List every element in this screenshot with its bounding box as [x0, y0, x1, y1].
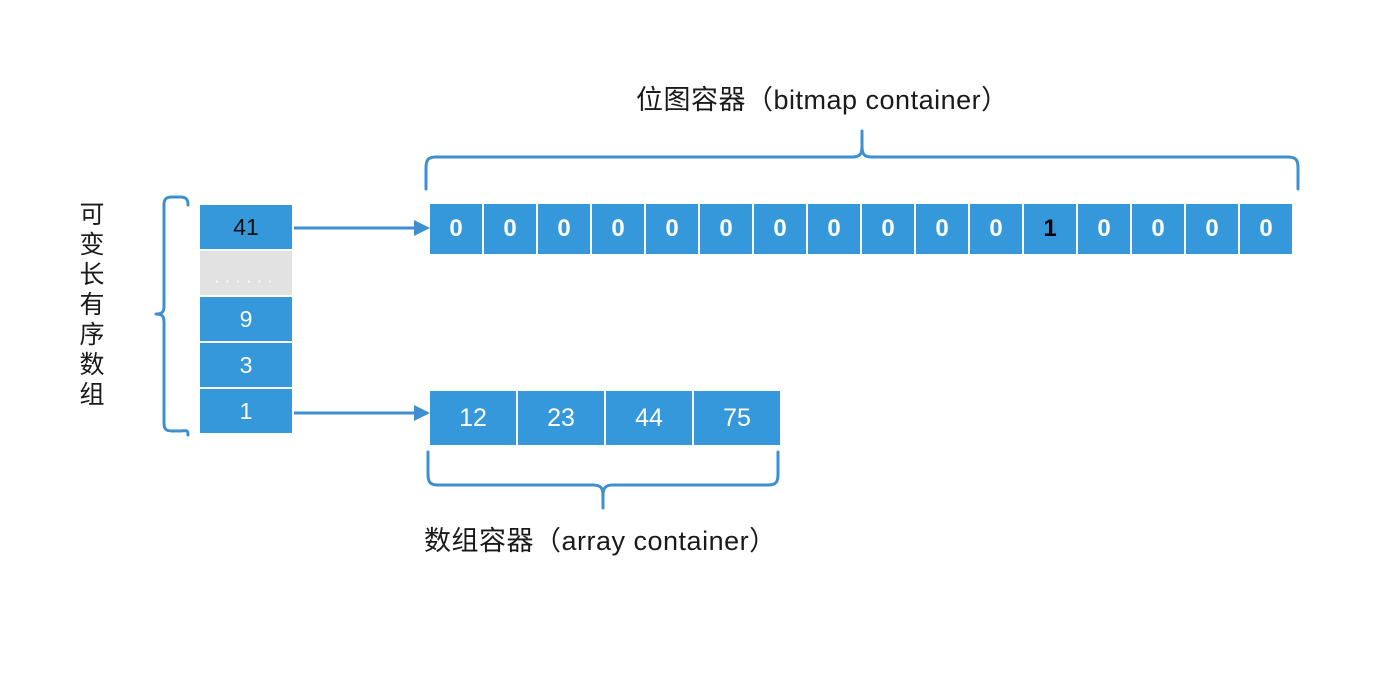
bitmap-bit-cell: 0: [646, 204, 698, 254]
bitmap-bit-cell: 0: [1132, 204, 1184, 254]
bitmap-bit-cell-set: 1: [1024, 204, 1076, 254]
array-value-cell: 12: [430, 391, 516, 445]
sorted-array-label-char: 可: [79, 201, 105, 229]
arrow-to-bitmap-container: [294, 220, 430, 236]
bitmap-bit-cell: 0: [916, 204, 968, 254]
sorted-array-label-char: 有: [79, 291, 105, 319]
bitmap-container-title: 位图容器（bitmap container）: [636, 85, 1009, 115]
sorted-array-label-char: 序: [79, 321, 105, 349]
bitmap-bit-cell: 0: [700, 204, 752, 254]
sorted-array-label-char: 组: [79, 381, 105, 409]
sorted-array-label-char: 变: [79, 231, 105, 259]
array-container-title: 数组容器（array container）: [424, 526, 777, 556]
sorted-array-label: 可 变 长 有 序 数 组: [74, 200, 110, 410]
bitmap-bit-cell: 0: [430, 204, 482, 254]
bitmap-bit-cell: 0: [1078, 204, 1130, 254]
bitmap-bit-cell: 0: [1186, 204, 1238, 254]
sorted-array-cell: 9: [200, 297, 292, 341]
sorted-array-label-char: 长: [79, 261, 105, 289]
array-container-brace-icon: [426, 450, 780, 510]
bitmap-container-row: 0 0 0 0 0 0 0 0 0 0 0 1 0 0 0 0: [430, 204, 1294, 254]
sorted-array-label-char: 数: [79, 351, 105, 379]
sorted-array-brace-icon: [154, 195, 190, 437]
bitmap-bit-cell: 0: [808, 204, 860, 254]
bitmap-bit-cell: 0: [484, 204, 536, 254]
array-value-cell: 23: [518, 391, 604, 445]
bitmap-container-brace-icon: [424, 129, 1300, 191]
bitmap-bit-cell: 0: [754, 204, 806, 254]
sorted-array-cell: 3: [200, 343, 292, 387]
bitmap-bit-cell: 0: [862, 204, 914, 254]
array-value-cell: 75: [694, 391, 780, 445]
array-value-cell: 44: [606, 391, 692, 445]
arrow-to-array-container: [294, 405, 430, 421]
sorted-array-ellipsis-cell: ······: [200, 251, 292, 295]
sorted-array-cell: 41: [200, 205, 292, 249]
bitmap-bit-cell: 0: [538, 204, 590, 254]
bitmap-bit-cell: 0: [1240, 204, 1292, 254]
bitmap-bit-cell: 0: [970, 204, 1022, 254]
bitmap-bit-cell: 0: [592, 204, 644, 254]
array-container-row: 12 23 44 75: [430, 391, 782, 445]
sorted-array-cell: 1: [200, 389, 292, 433]
sorted-array-column: 41 ······ 9 3 1: [200, 205, 292, 435]
